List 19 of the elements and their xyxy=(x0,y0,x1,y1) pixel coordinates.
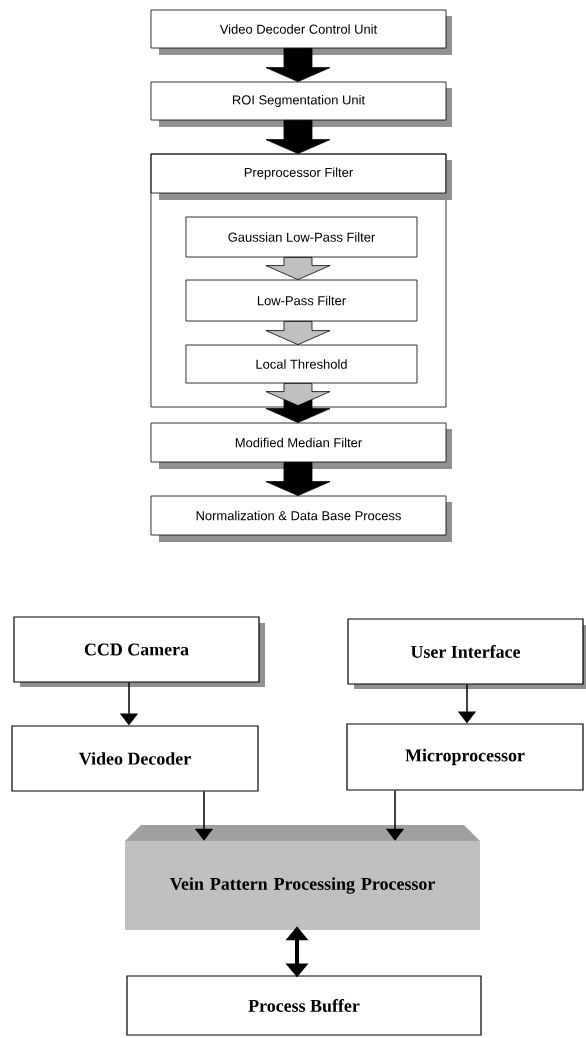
block-box: CCD Camera xyxy=(13,616,265,687)
filter-box: Low-Pass Filter xyxy=(185,279,418,322)
filter-box: Gaussian Low-Pass Filter xyxy=(185,216,418,258)
block-arrow xyxy=(265,321,331,345)
processor-block: Vein Pattern Processing Processor xyxy=(125,825,480,930)
process-box: Modified Median Filter xyxy=(150,422,452,469)
block-box: Video Decoder xyxy=(11,725,259,792)
block-arrow xyxy=(265,383,331,406)
process-box: ROI Segmentation Unit xyxy=(150,81,452,127)
process-box: Normalization & Data Base Process xyxy=(150,495,452,542)
filter-box: Local Threshold xyxy=(185,344,418,384)
block-arrow xyxy=(265,257,331,280)
block-box: Microprocessor xyxy=(346,723,584,791)
block-arrow xyxy=(265,462,331,496)
block-box: User Interface xyxy=(347,618,586,689)
block-arrow xyxy=(265,120,331,154)
block-box: Process Buffer xyxy=(126,975,482,1036)
process-box: Video Decoder Control Unit xyxy=(150,9,452,55)
block-arrow xyxy=(265,48,331,82)
